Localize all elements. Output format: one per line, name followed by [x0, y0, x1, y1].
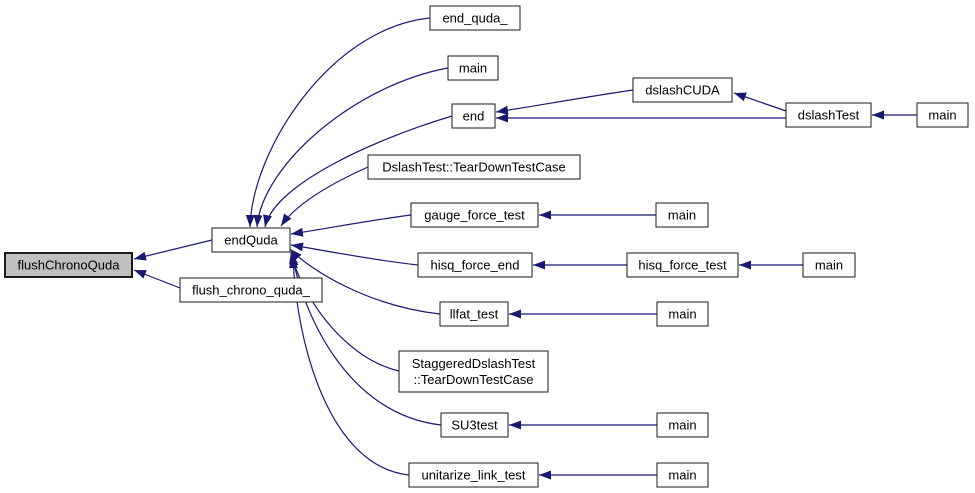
node-label-line: StaggeredDslashTest [412, 356, 536, 371]
node-label: main [668, 307, 696, 322]
node-box [4, 252, 133, 278]
node-box [785, 102, 872, 128]
node-label: hisq_force_test [638, 258, 727, 273]
node-dslashTest[interactable]: dslashTest [785, 102, 872, 128]
node-label: endQuda [224, 233, 278, 248]
node-endQuda[interactable]: endQuda [211, 227, 291, 253]
node-main_5[interactable]: main [656, 301, 709, 327]
node-main_6[interactable]: main [656, 412, 709, 438]
node-label: hisq_force_end [431, 258, 520, 273]
node-label: flushChronoQuda [18, 258, 121, 273]
edge-dslashTest-to-dslashCUDA [733, 92, 787, 112]
edge-gauge_force_test-to-endQuda [290, 214, 412, 237]
node-label: main [928, 108, 956, 123]
node-box [398, 350, 549, 393]
node-main_4[interactable]: main [802, 252, 856, 278]
node-StaggeredDslashTest_TearDownTestCase[interactable]: StaggeredDslashTest::TearDownTestCase [398, 350, 549, 393]
node-box [447, 55, 499, 81]
node-label: flush_chrono_quda_ [192, 283, 311, 298]
node-box [408, 462, 539, 488]
node-box [417, 252, 533, 278]
node-label: dslashTest [798, 108, 860, 123]
node-box [632, 77, 733, 103]
node-flush_chrono_quda_[interactable]: flush_chrono_quda_ [179, 277, 323, 303]
node-DslashTest_TearDownTestCase[interactable]: DslashTest::TearDownTestCase [367, 154, 581, 180]
node-box [626, 252, 739, 278]
edge-end_quda_-to-endQuda [245, 17, 431, 228]
node-main_1[interactable]: main [447, 55, 499, 81]
edge-flush_chrono_quda_-to-flushChronoQuda [133, 269, 181, 289]
edge-end-to-endQuda [263, 115, 453, 228]
node-box [916, 102, 969, 128]
node-box [802, 252, 856, 278]
node-label: SU3test [451, 418, 498, 433]
node-end_quda_[interactable]: end_quda_ [429, 5, 521, 31]
node-box [179, 277, 323, 303]
node-flushChronoQuda: flushChronoQuda [4, 252, 133, 278]
node-gauge_force_test[interactable]: gauge_force_test [410, 202, 539, 228]
edge-llfat_test-to-endQuda [289, 248, 441, 315]
node-box [656, 301, 709, 327]
node-hisq_force_end[interactable]: hisq_force_end [417, 252, 533, 278]
node-label: main [668, 208, 696, 223]
edge-DslashTest_TearDownTestCase-to-endQuda [280, 166, 369, 227]
node-label: main [668, 468, 696, 483]
node-box [656, 462, 709, 488]
node-label: end [463, 109, 485, 124]
node-label: main [459, 61, 487, 76]
node-hisq_force_test[interactable]: hisq_force_test [626, 252, 739, 278]
node-SU3test[interactable]: SU3test [440, 412, 509, 438]
node-label: llfat_test [450, 307, 499, 322]
node-label: DslashTest::TearDownTestCase [382, 160, 566, 175]
node-box [656, 412, 709, 438]
node-box [439, 301, 509, 327]
node-box [367, 154, 581, 180]
node-label: end_quda_ [442, 11, 508, 26]
node-label: StaggeredDslashTest::TearDownTestCase [412, 356, 536, 387]
node-end[interactable]: end [451, 103, 496, 129]
node-dslashCUDA[interactable]: dslashCUDA [632, 77, 733, 103]
node-label: unitarize_link_test [421, 468, 525, 483]
node-label: gauge_force_test [424, 208, 525, 223]
node-box [451, 103, 496, 129]
node-box [429, 5, 521, 31]
node-main_3[interactable]: main [655, 202, 709, 228]
node-unitarize_link_test[interactable]: unitarize_link_test [408, 462, 539, 488]
node-label: dslashCUDA [645, 83, 720, 98]
edge-hisq_force_end-to-endQuda [290, 242, 419, 266]
node-main_7[interactable]: main [656, 462, 709, 488]
node-box [410, 202, 539, 228]
node-main_2[interactable]: main [916, 102, 969, 128]
node-box [440, 412, 509, 438]
node-label-line: ::TearDownTestCase [414, 372, 534, 387]
node-label: main [668, 418, 696, 433]
edge-main_1-to-endQuda [253, 67, 449, 228]
edge-dslashCUDA-to-end [495, 89, 634, 115]
node-llfat_test[interactable]: llfat_test [439, 301, 509, 327]
node-label: main [815, 258, 843, 273]
node-box [211, 227, 291, 253]
node-box [655, 202, 709, 228]
edge-endQuda-to-flushChronoQuda [133, 239, 213, 261]
